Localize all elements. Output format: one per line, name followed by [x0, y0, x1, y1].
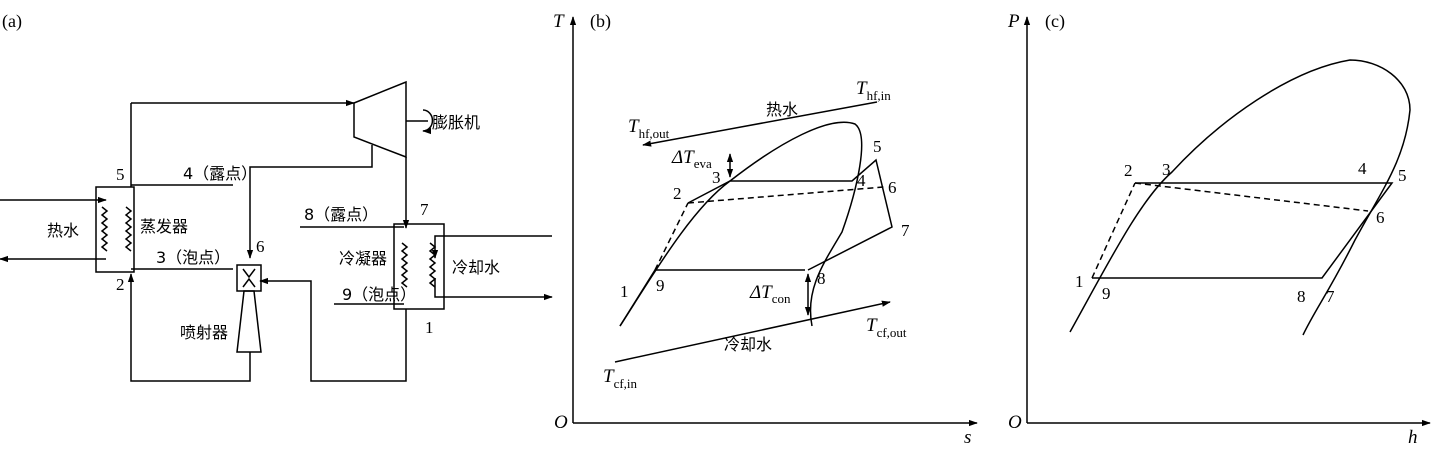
hot-water-label: 热水: [47, 221, 79, 240]
condenser-box: [393, 223, 445, 310]
ejector-nozzle: [242, 268, 256, 288]
bubble-point-3-label: 3（泡点）: [156, 248, 230, 267]
node-5-label: 5: [116, 165, 125, 184]
ts-point-4: 4: [857, 171, 866, 190]
ts-t-cf-in-label: Tcf,in: [603, 366, 638, 391]
ph-point-2: 2: [1124, 161, 1133, 180]
ts-hot-water-line: [642, 101, 878, 147]
node-7-label: 7: [420, 200, 429, 219]
ph-diagram-panel: (c) P h O 1 9 2 3 4 5 6 8 7: [1007, 11, 1431, 448]
shaft-rotation-icon: [422, 109, 434, 135]
pipe-ejector-to-evaporator: [127, 273, 251, 382]
ejector-diffuser: [236, 290, 262, 353]
ts-diagram-panel: (b) T s O 热水 Thf,in Thf,out ΔTeva 冷却水 Tc…: [553, 11, 978, 448]
ph-point-3: 3: [1162, 160, 1171, 179]
ts-t-hf-in-label: Thf,in: [856, 78, 891, 103]
ts-t-hf-out-label: Thf,out: [628, 116, 670, 141]
ts-origin-label: O: [554, 412, 568, 433]
ph-y-axis-label: P: [1007, 11, 1020, 32]
dew-point-8-label: 8（露点）: [304, 205, 378, 224]
condenser-refrigerant-coil: [400, 242, 409, 288]
pipe-condenser-to-ejector: [259, 277, 407, 382]
ts-y-axis-label: T: [553, 11, 565, 32]
ts-saturation-dome: [619, 121, 863, 327]
panel-label-a: (a): [2, 11, 22, 32]
expander-label: 膨胀机: [432, 113, 480, 132]
ts-point-1: 1: [620, 282, 629, 301]
evaporator-hot-coil: [100, 206, 109, 252]
evaporator-box: [95, 186, 135, 273]
ts-dt-eva-label: ΔTeva: [671, 147, 712, 171]
ts-cycle-evaporation: [687, 158, 893, 271]
node-6-label: 6: [256, 237, 265, 256]
cooling-water-label: 冷却水: [452, 258, 500, 277]
cooling-water-in-line: [431, 235, 552, 259]
condenser-water-coil: [428, 242, 437, 288]
ph-point-4: 4: [1358, 159, 1367, 178]
ts-point-5: 5: [873, 137, 882, 156]
cooling-water-out-line: [434, 278, 553, 301]
ts-dt-con-label: ΔTcon: [749, 282, 791, 306]
ts-cooling-water-line: [614, 300, 891, 363]
ph-saturation-dome: [1069, 59, 1411, 336]
ts-cooling-water-label: 冷却水: [724, 335, 772, 354]
pipe-expander-extraction: [246, 145, 373, 259]
ph-x-axis-label: h: [1408, 427, 1418, 448]
ts-hot-water-label: 热水: [766, 100, 798, 119]
ph-point-8: 8: [1297, 287, 1306, 306]
ts-point-3: 3: [712, 168, 721, 187]
ts-point-9: 9: [656, 276, 665, 295]
node-2-label: 2: [116, 275, 125, 294]
dew-point-4-label: 4（露点）: [183, 164, 257, 183]
ph-point-9: 9: [1102, 284, 1111, 303]
ejector-label: 喷射器: [180, 323, 228, 342]
ts-point-6: 6: [888, 178, 897, 197]
condenser-label: 冷凝器: [339, 249, 387, 268]
evaporator-label: 蒸发器: [140, 217, 188, 236]
node-1-label: 1: [425, 318, 434, 337]
evaporator-cold-coil: [124, 206, 133, 252]
ts-cycle-dashed-1-2: [654, 202, 689, 271]
ph-point-1: 1: [1075, 272, 1084, 291]
ts-t-cf-out-label: Tcf,out: [866, 315, 907, 340]
schematic-panel: (a) 膨胀机 蒸发器 热水 4（露点） 3（泡点） 5 7 冷凝器: [0, 11, 553, 382]
ph-point-7: 7: [1326, 287, 1335, 306]
ts-point-7: 7: [901, 221, 910, 240]
panel-label-b: (b): [590, 11, 611, 32]
ph-cycle-dashed-1-2: [1091, 182, 1136, 279]
ph-cycle-main: [1092, 182, 1394, 279]
ts-x-axis-label: s: [964, 427, 971, 448]
ph-point-6: 6: [1376, 208, 1385, 227]
bubble-point-9-label: 9（泡点）: [342, 285, 416, 304]
ts-cycle-dashed-2-6: [687, 186, 885, 204]
ph-point-5: 5: [1398, 166, 1407, 185]
ts-point-8: 8: [817, 269, 826, 288]
ts-point-2: 2: [673, 184, 682, 203]
expander-turbine: [353, 80, 407, 159]
ph-origin-label: O: [1008, 412, 1022, 433]
ph-cycle-dashed-2-6: [1134, 182, 1369, 212]
panel-label-c: (c): [1045, 11, 1065, 32]
